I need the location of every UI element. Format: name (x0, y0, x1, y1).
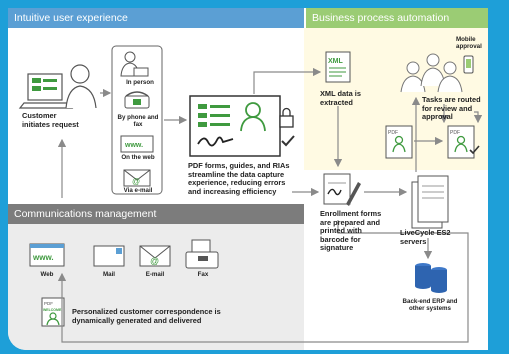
svg-text:@: @ (132, 177, 140, 186)
pdf-form-icon (189, 95, 295, 157)
comm-mail-icon (93, 245, 125, 267)
phone-fax-icon (124, 91, 150, 109)
communications-background (8, 222, 304, 350)
svg-text:@: @ (150, 256, 159, 266)
label-enrollment: Enrollment forms are prepared and printe… (320, 209, 382, 253)
backend-database-icon (415, 263, 447, 293)
www-text: www. (124, 142, 143, 149)
section-header-communications: Communications management (8, 204, 304, 224)
pdf-text-right: PDF (450, 130, 460, 136)
comm-fax-icon (185, 239, 219, 269)
xml-text: XML (328, 58, 344, 65)
comm-web-icon: www. (29, 243, 65, 267)
section-header-intuitive: Intuitive user experience (8, 8, 304, 28)
comm-label-email: E-mail (145, 271, 165, 278)
reviewers-group-icon (400, 53, 474, 93)
comm-label-web: Web (40, 271, 54, 278)
diagram-graphics: www. @ XML (18, 45, 483, 343)
email-envelope-icon: @ (123, 169, 151, 187)
comm-email-icon: @ (139, 245, 171, 267)
livecycle-servers-icon (411, 175, 449, 229)
comm-label-fax: Fax (197, 271, 209, 278)
label-xml-data: XML data is extracted (320, 89, 361, 107)
customer-laptop-icon (18, 64, 97, 109)
label-in-person: In person (126, 79, 154, 86)
label-livecycle: LiveCycle ES2 servers (400, 228, 451, 246)
pdf-text-left: PDF (388, 130, 398, 136)
label-personalized: Personalized customer correspondence is … (72, 307, 221, 325)
label-mobile-approval: Mobile approval (456, 36, 482, 51)
comm-label-mail: Mail (102, 271, 116, 278)
xml-document-icon: XML (325, 51, 351, 83)
label-tasks-routed: Tasks are routed for review and approval (422, 95, 481, 122)
web-icon: www. (120, 135, 154, 153)
diagram-canvas: Intuitive user experience Business proce… (8, 8, 488, 350)
welcome-pdf-text: PDF (44, 301, 53, 306)
in-person-icon (120, 51, 149, 77)
label-via-email: Via e-mail (123, 187, 153, 194)
welcome-letter-icon: PDF WELCOME (41, 297, 65, 327)
comm-www-text: www. (32, 253, 54, 262)
review-document-right-icon: PDF (447, 125, 480, 159)
review-document-left-icon: PDF (385, 125, 413, 159)
label-customer-initiates: Customer initiates request (22, 111, 79, 129)
label-backend: Back-end ERP and other systems (402, 298, 458, 313)
welcome-text: WELCOME (43, 308, 62, 312)
flow-arrows (57, 67, 483, 343)
label-pdf-forms: PDF forms, guides, and RIAs streamline t… (188, 161, 290, 196)
label-on-the-web: On the web (121, 154, 155, 161)
section-header-business: Business process automation (306, 8, 488, 28)
channel-box (111, 45, 163, 195)
enrollment-form-icon (323, 173, 361, 206)
label-phone-fax: By phone and fax (117, 114, 159, 129)
